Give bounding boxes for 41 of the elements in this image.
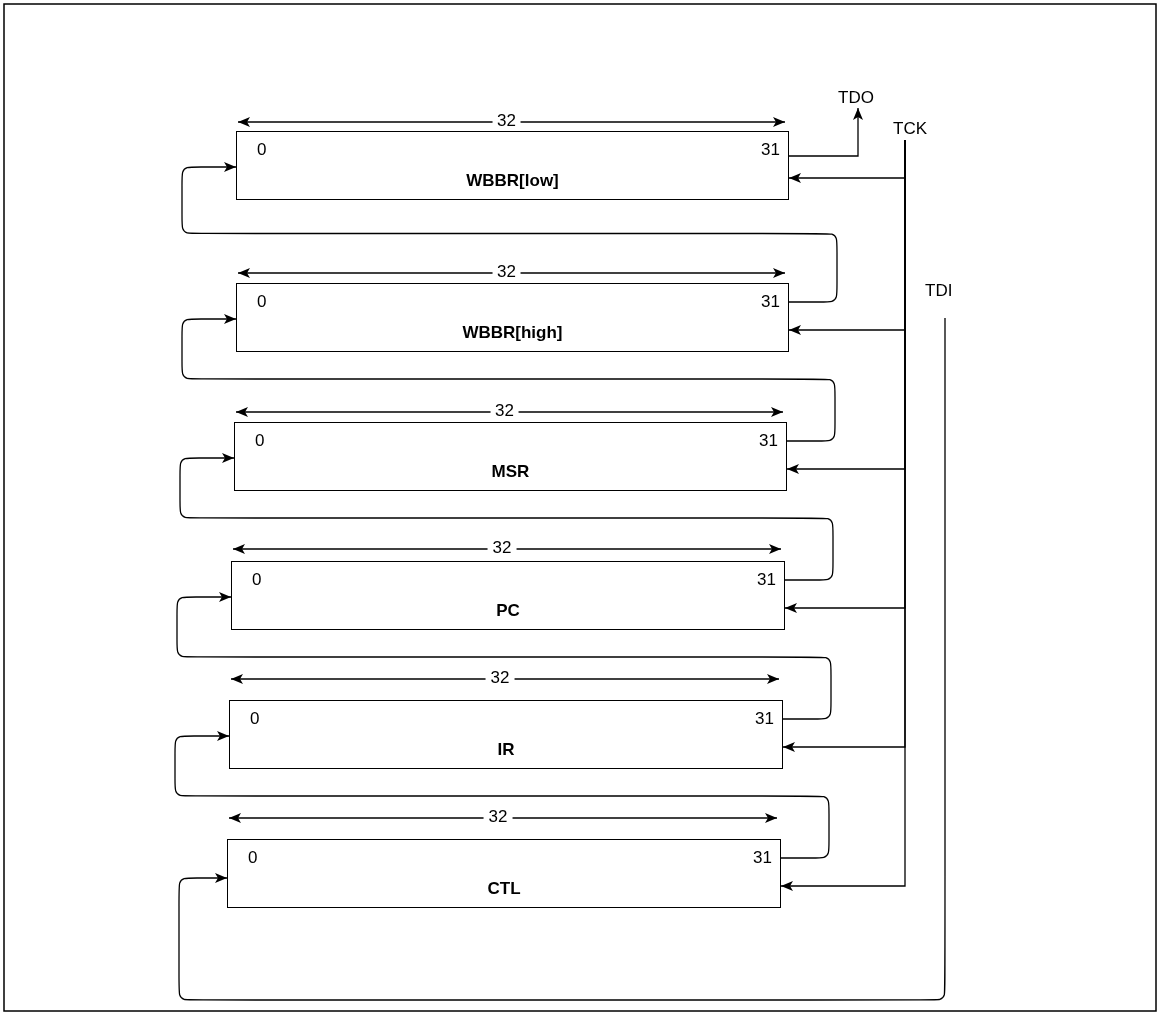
dimension-label: 32 xyxy=(483,808,513,825)
bit-index: 0 xyxy=(252,571,262,588)
register-name: WBBR[high] xyxy=(461,324,564,341)
signal-name: TCK xyxy=(893,120,927,137)
arrow xyxy=(780,139,906,891)
register-box xyxy=(236,283,789,352)
arrow xyxy=(179,453,834,581)
signal-name: TDI xyxy=(925,282,953,299)
bit-index: 0 xyxy=(257,293,267,310)
bit-index: 0 xyxy=(255,432,265,449)
arrow xyxy=(176,592,832,720)
register-name: PC xyxy=(495,602,521,619)
bit-index: 31 xyxy=(755,710,774,727)
arrow xyxy=(178,317,946,1001)
bit-index: 31 xyxy=(761,141,780,158)
register-name: IR xyxy=(496,741,516,758)
dimension-label: 32 xyxy=(492,112,521,129)
bit-index: 0 xyxy=(250,710,260,727)
register-box xyxy=(229,700,783,769)
register-name: CTL xyxy=(486,880,522,897)
arrow xyxy=(181,314,836,442)
arrow xyxy=(181,162,838,303)
register-box xyxy=(231,561,785,630)
bit-index: 31 xyxy=(759,432,778,449)
dimension-label: 32 xyxy=(492,263,521,280)
bit-index: 31 xyxy=(753,849,772,866)
signal-name: TDO xyxy=(838,89,874,106)
dimension-label: 32 xyxy=(487,539,517,556)
dimension-label: 32 xyxy=(490,402,519,419)
arrow xyxy=(174,731,830,859)
bit-index: 31 xyxy=(761,293,780,310)
register-box xyxy=(227,839,781,908)
register-name: MSR xyxy=(490,463,531,480)
bit-index: 0 xyxy=(248,849,258,866)
register-box xyxy=(236,131,789,200)
register-name: WBBR[low] xyxy=(465,172,560,189)
bit-index: 31 xyxy=(757,571,776,588)
dimension-label: 32 xyxy=(485,669,515,686)
bit-index: 0 xyxy=(257,141,267,158)
arrow xyxy=(788,107,863,157)
register-box xyxy=(234,422,787,491)
